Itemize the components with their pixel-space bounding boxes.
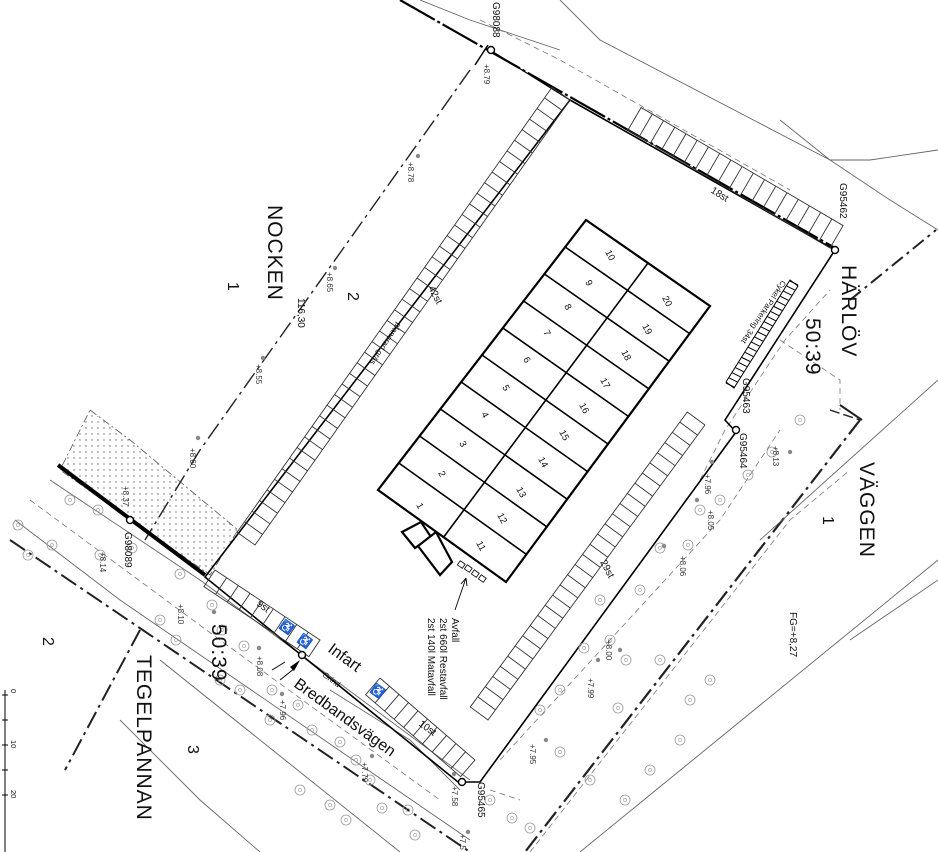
bike-parking	[725, 279, 799, 389]
parking-lot-outline	[203, 98, 837, 783]
street-label-nocken: NOCKEN	[263, 205, 286, 301]
unit-number-12: 12	[494, 511, 509, 526]
lot-edge-north	[489, 49, 571, 101]
survey-id-g95464: G95464	[737, 433, 748, 469]
road-lines	[14, 0, 938, 852]
boundary-length: 116,30	[295, 298, 306, 328]
building-block	[376, 218, 712, 584]
waste-line1: 2st 660l Restavfall	[437, 618, 448, 700]
parking-count-west: 42st	[425, 284, 444, 306]
elevation-878: +8.78	[406, 162, 415, 183]
parking-count-south-b: 10st	[416, 719, 438, 739]
parking-stalls	[203, 86, 844, 778]
waste-title: Avfall	[449, 618, 460, 642]
scale-label-10: 10	[9, 740, 18, 748]
unit-number-2: 2	[435, 469, 447, 479]
elevation-879: +8.79	[482, 64, 491, 85]
elevation-800: +8.00	[604, 640, 613, 661]
survey-id-g95465: G95465	[475, 782, 486, 818]
block-number-tegel-3: 3	[184, 745, 201, 754]
unit-number-19: 19	[639, 322, 654, 337]
fg-note: FG=+8,27	[787, 612, 798, 657]
block-number-tegel-2: 2	[39, 637, 56, 646]
elevation-758: +7.58	[450, 786, 459, 807]
scale-label-20: 20	[9, 790, 18, 798]
unit-number-3: 3	[456, 439, 468, 449]
property-id-harlov: 50:39	[801, 318, 824, 376]
scale-labels: 0 10 20	[9, 689, 18, 798]
svg-text:♿: ♿	[368, 682, 387, 701]
elevation-806: +8.06	[678, 556, 687, 577]
street-label-tegelpannan: TEGELPANNAN	[132, 655, 155, 821]
property-boundaries	[9, 69, 937, 852]
unit-numbers: 1 2 3 4 5 6 7 8 9 10 11 12 13 14 15 16 1…	[413, 248, 674, 553]
elevation-837: +8.37	[121, 486, 130, 507]
scale-bar	[2, 690, 8, 852]
elevation-795: +7.95	[528, 744, 537, 765]
entrance-label: Infart	[325, 640, 365, 676]
elevation-805: +8.05	[706, 510, 715, 531]
elevation-813: +8.13	[771, 446, 780, 467]
unit-number-4: 4	[478, 410, 490, 420]
stall-row-south-a	[203, 569, 321, 658]
trees	[12, 414, 806, 841]
elevation-860: +8.60	[188, 448, 197, 469]
survey-id-g98088: G98088	[490, 2, 501, 38]
waste-bins	[454, 560, 487, 611]
unit-number-17: 17	[597, 376, 612, 391]
block-number-vaggen-1: 1	[819, 516, 836, 525]
unit-number-7: 7	[540, 328, 552, 338]
unit-number-9: 9	[582, 278, 594, 288]
stall-row-south-b	[364, 677, 476, 778]
waste-arrow	[454, 577, 467, 611]
elevation-808: +8.08	[255, 656, 264, 677]
waste-line2: 2st 140l Matavfall	[425, 618, 436, 696]
elevation-779: +7.79	[360, 762, 369, 783]
unit-number-16: 16	[576, 401, 591, 416]
unit-number-15: 15	[556, 428, 571, 443]
elevation-865: +8.65	[325, 272, 334, 293]
unit-number-10: 10	[602, 248, 617, 263]
elevation-814: +8.14	[98, 552, 107, 573]
block-number-nocken-1: 1	[224, 282, 241, 291]
unit-number-6: 6	[520, 355, 532, 365]
elevation-dots	[195, 153, 793, 835]
unit-number-1: 1	[413, 501, 425, 511]
stall-row-east	[469, 411, 706, 721]
survey-id-g98089: G98089	[122, 532, 133, 568]
dashed-lines	[29, 19, 851, 852]
parking-count-south-a: 9st	[254, 599, 271, 616]
elevation-75x: +7.5	[458, 834, 467, 850]
elevation-855: +8.55	[254, 364, 263, 385]
svg-text:♿: ♿	[277, 618, 296, 637]
hatched-area	[59, 409, 239, 576]
elevation-796b: +7.96	[703, 474, 712, 495]
stall-row-west	[236, 86, 571, 546]
survey-markers	[125, 45, 840, 787]
unit-number-5: 5	[499, 383, 511, 393]
street-label-harlov: HÄRLÖV	[837, 265, 860, 357]
unit-number-14: 14	[535, 455, 550, 470]
property-id-tegel: 50:39	[207, 624, 230, 682]
unit-number-20: 20	[659, 294, 674, 309]
scale-label-0: 0	[9, 689, 18, 693]
unit-number-11: 11	[473, 539, 487, 553]
block-number-nocken-2: 2	[344, 292, 361, 301]
survey-id-g95463: G95463	[740, 378, 751, 414]
entrance-arrow	[271, 660, 300, 681]
unit-number-18: 18	[618, 348, 633, 363]
survey-id-g95462: G95462	[837, 183, 848, 219]
street-label-vaggen: VÄGGEN	[855, 462, 878, 558]
elevation-810: +8.10	[176, 604, 185, 625]
unit-number-8: 8	[561, 302, 573, 312]
elevation-796a: +7.96	[278, 700, 287, 721]
elevation-799: +7.99	[586, 678, 595, 699]
parking-count-east: 29st	[597, 558, 616, 580]
stall-row-north	[627, 106, 844, 249]
unit-number-13: 13	[513, 485, 528, 500]
